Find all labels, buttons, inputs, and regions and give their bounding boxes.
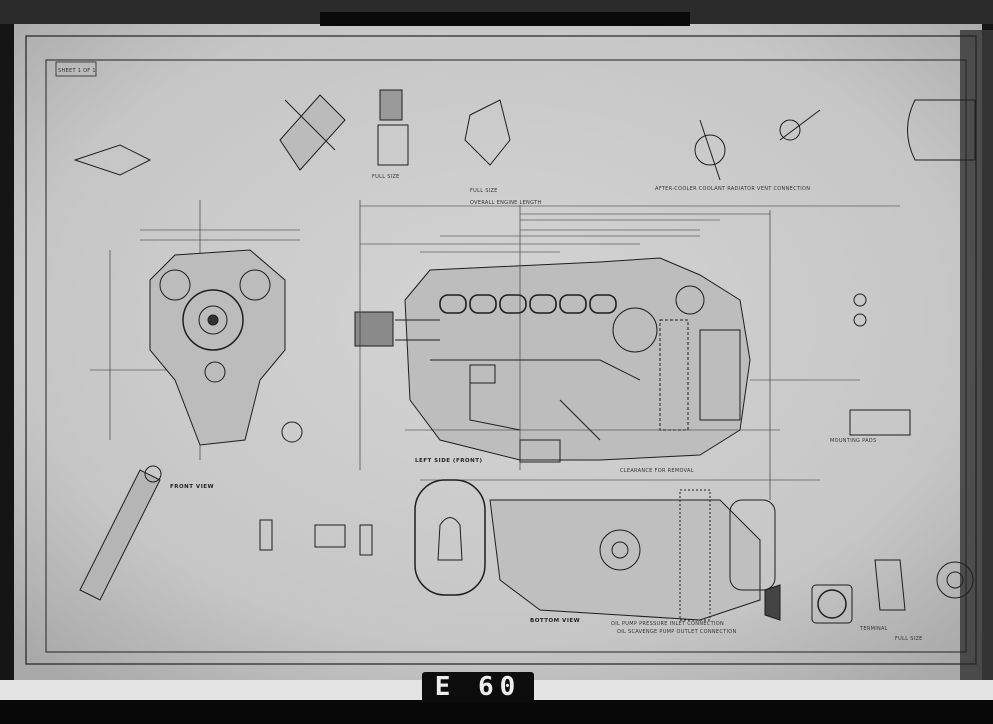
full-size-note-2: FULL SIZE — [470, 188, 498, 194]
oil-scavenge-note: OIL SCAVENGE PUMP OUTLET CONNECTION — [617, 629, 737, 635]
drawing-border — [25, 35, 977, 665]
front-view-label: FRONT VIEW — [170, 484, 214, 490]
left-side-view-label: LEFT SIDE (FRONT) — [415, 458, 482, 464]
detail-views — [73, 89, 976, 624]
clearance-note: CLEARANCE FOR REMOVAL — [620, 468, 694, 474]
bottom-view — [414, 479, 776, 621]
terminal-note: TERMINAL — [859, 626, 888, 632]
aftercooler-note: AFTER-COOLER COOLANT RADIATOR VENT CONNE… — [655, 186, 810, 192]
left-side-view — [354, 257, 751, 463]
mounting-note: MOUNTING PADS — [830, 438, 876, 444]
title-block: SHEET 1 OF 1 — [58, 68, 96, 74]
plate: E 60 — [422, 672, 534, 702]
oil-pressure-note: OIL PUMP PRESSURE INLET CONNECTION — [611, 621, 724, 627]
full-size-note-1: FULL SIZE — [372, 174, 400, 180]
overall-length-label: OVERALL ENGINE LENGTH — [470, 200, 542, 206]
bottom-view-label: BOTTOM VIEW — [530, 618, 580, 624]
plate-number: E 60 — [434, 672, 522, 702]
full-size-note-3: FULL SIZE — [895, 636, 923, 642]
front-view — [149, 249, 286, 446]
